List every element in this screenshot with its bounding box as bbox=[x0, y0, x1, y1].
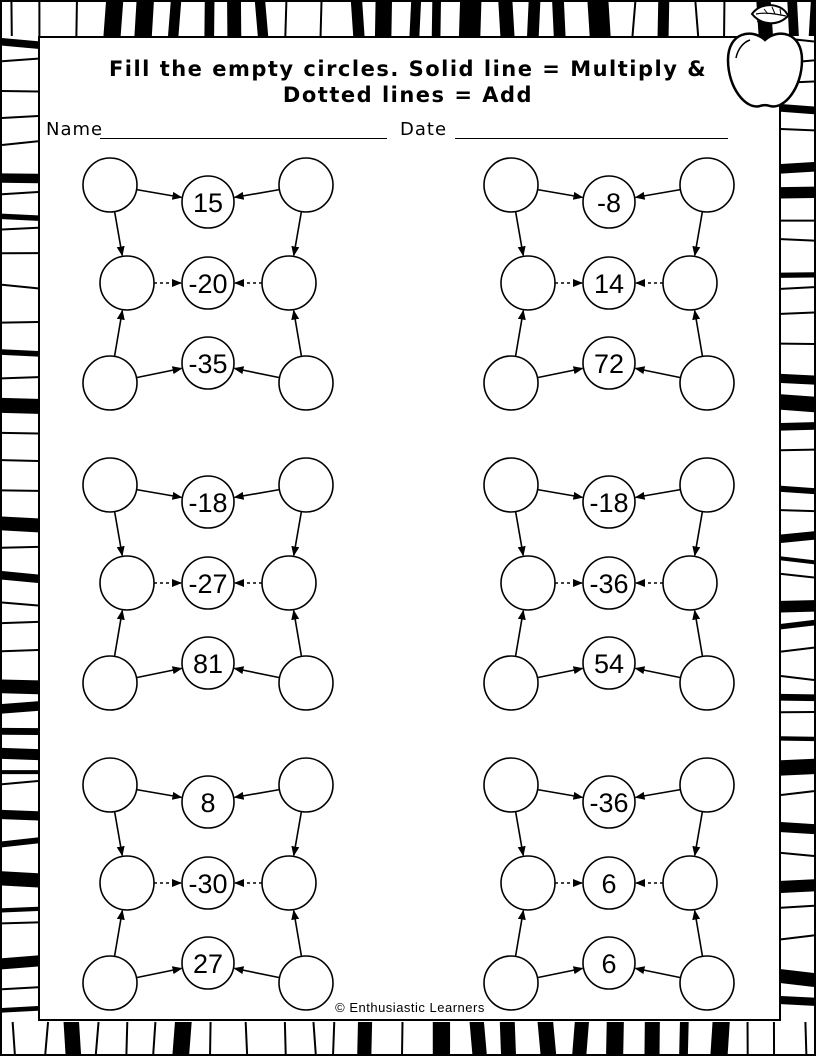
empty-circle-middle-left[interactable] bbox=[99, 255, 155, 311]
empty-circle-middle-right[interactable] bbox=[261, 855, 317, 911]
given-value-middle: -30 bbox=[188, 869, 227, 899]
empty-circle-bottom-right[interactable] bbox=[278, 355, 334, 411]
empty-circle-top-right[interactable] bbox=[278, 157, 334, 213]
empty-circle-bottom-left[interactable] bbox=[82, 655, 138, 711]
given-value-middle: -27 bbox=[188, 569, 227, 599]
empty-circle-middle-right[interactable] bbox=[261, 255, 317, 311]
given-value-middle: -20 bbox=[188, 269, 227, 299]
given-circle-middle bbox=[582, 256, 636, 310]
empty-circle-middle-left[interactable] bbox=[99, 855, 155, 911]
instructions-line-2: Dotted lines = Add bbox=[282, 83, 534, 107]
name-label: Name bbox=[46, 119, 104, 140]
empty-circle-bottom-right[interactable] bbox=[278, 655, 334, 711]
empty-circle-top-right[interactable] bbox=[679, 457, 735, 513]
given-value-bottom: 6 bbox=[601, 949, 616, 979]
puzzle: -18 -36 54 bbox=[483, 457, 735, 711]
given-value-top: -36 bbox=[589, 788, 628, 818]
empty-circle-middle-left[interactable] bbox=[500, 255, 556, 311]
given-circle-top bbox=[181, 775, 235, 829]
empty-circle-top-right[interactable] bbox=[278, 457, 334, 513]
empty-circle-top-right[interactable] bbox=[278, 757, 334, 813]
given-circle-top bbox=[181, 475, 235, 529]
copyright-footer: © Enthusiastic Learners bbox=[335, 1000, 485, 1015]
given-value-bottom: 81 bbox=[193, 649, 223, 679]
puzzle: -18 -27 81 bbox=[82, 457, 334, 711]
empty-circle-top-left[interactable] bbox=[483, 457, 539, 513]
given-circle-top bbox=[582, 175, 636, 229]
empty-circle-bottom-right[interactable] bbox=[679, 655, 735, 711]
apple-icon bbox=[726, 4, 804, 108]
empty-circle-middle-left[interactable] bbox=[500, 855, 556, 911]
given-value-top: -18 bbox=[188, 488, 227, 518]
given-value-middle: -36 bbox=[589, 569, 628, 599]
given-value-bottom: -35 bbox=[188, 349, 227, 379]
instructions-line-1: Fill the empty circles. Solid line = Mul… bbox=[108, 57, 708, 81]
empty-circle-top-right[interactable] bbox=[679, 757, 735, 813]
empty-circle-bottom-right[interactable] bbox=[679, 955, 735, 1011]
given-value-middle: 6 bbox=[601, 869, 616, 899]
empty-circle-bottom-left[interactable] bbox=[483, 655, 539, 711]
empty-circle-bottom-right[interactable] bbox=[679, 355, 735, 411]
given-value-bottom: 27 bbox=[193, 949, 223, 979]
given-circle-top bbox=[582, 775, 636, 829]
given-circle-middle bbox=[181, 856, 235, 910]
given-circle-bottom bbox=[181, 936, 235, 990]
given-circle-middle bbox=[181, 556, 235, 610]
empty-circle-bottom-left[interactable] bbox=[82, 955, 138, 1011]
given-value-bottom: 72 bbox=[594, 349, 624, 379]
given-circle-bottom bbox=[181, 336, 235, 390]
puzzle: -36 6 6 bbox=[483, 757, 735, 1011]
empty-circle-bottom-left[interactable] bbox=[483, 955, 539, 1011]
given-value-top: -8 bbox=[597, 188, 621, 218]
empty-circle-top-left[interactable] bbox=[82, 757, 138, 813]
given-circle-top bbox=[582, 475, 636, 529]
given-value-top: 15 bbox=[193, 188, 223, 218]
empty-circle-top-left[interactable] bbox=[82, 157, 138, 213]
given-circle-middle bbox=[181, 256, 235, 310]
empty-circle-middle-left[interactable] bbox=[500, 555, 556, 611]
given-value-top: -18 bbox=[589, 488, 628, 518]
given-value-top: 8 bbox=[200, 788, 215, 818]
empty-circle-middle-right[interactable] bbox=[662, 255, 718, 311]
given-circle-bottom bbox=[582, 636, 636, 690]
given-circle-bottom bbox=[582, 336, 636, 390]
given-circle-bottom bbox=[181, 636, 235, 690]
empty-circle-middle-left[interactable] bbox=[99, 555, 155, 611]
given-circle-top bbox=[181, 175, 235, 229]
empty-circle-top-right[interactable] bbox=[679, 157, 735, 213]
empty-circle-top-left[interactable] bbox=[82, 457, 138, 513]
name-line[interactable] bbox=[100, 138, 387, 139]
puzzle: 15 -20 -35 bbox=[82, 157, 334, 411]
given-circle-middle bbox=[582, 556, 636, 610]
given-circle-middle bbox=[582, 856, 636, 910]
given-value-middle: 14 bbox=[594, 269, 624, 299]
empty-circle-middle-right[interactable] bbox=[662, 855, 718, 911]
empty-circle-top-left[interactable] bbox=[483, 757, 539, 813]
empty-circle-bottom-left[interactable] bbox=[483, 355, 539, 411]
date-label: Date bbox=[400, 119, 448, 140]
puzzle: 8 -30 27 bbox=[82, 757, 334, 1011]
given-value-bottom: 54 bbox=[594, 649, 624, 679]
empty-circle-middle-right[interactable] bbox=[261, 555, 317, 611]
worksheet-area bbox=[38, 36, 781, 1021]
date-line[interactable] bbox=[455, 138, 728, 139]
empty-circle-top-left[interactable] bbox=[483, 157, 539, 213]
empty-circle-middle-right[interactable] bbox=[662, 555, 718, 611]
given-circle-bottom bbox=[582, 936, 636, 990]
empty-circle-bottom-left[interactable] bbox=[82, 355, 138, 411]
puzzle: -8 14 72 bbox=[483, 157, 735, 411]
empty-circle-bottom-right[interactable] bbox=[278, 955, 334, 1011]
